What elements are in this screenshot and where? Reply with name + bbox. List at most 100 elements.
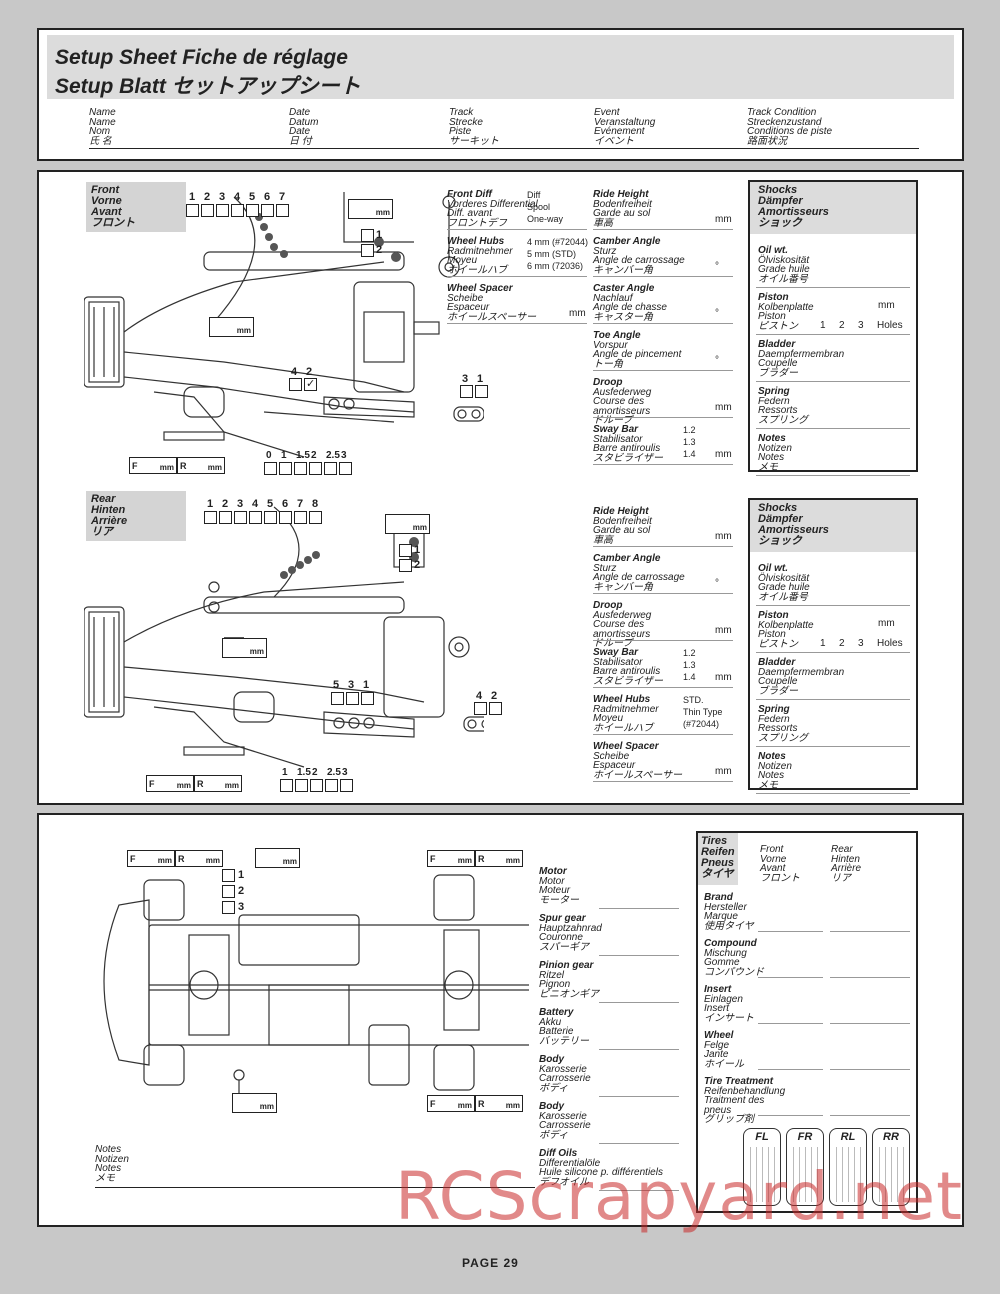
shim-box[interactable]	[325, 779, 338, 792]
rear-arm-box-5[interactable]	[331, 692, 344, 705]
hole-box[interactable]	[309, 511, 322, 524]
shim-box[interactable]	[324, 462, 337, 475]
front-upper-mm-box[interactable]: mm	[348, 199, 393, 219]
shim-box[interactable]	[340, 779, 353, 792]
option-value[interactable]: 1.2	[683, 648, 696, 658]
tire-fr[interactable]: FR	[786, 1128, 824, 1206]
piston-hole-option[interactable]: 1	[820, 638, 826, 649]
tire-fl[interactable]: FL	[743, 1128, 781, 1206]
rear-link-box-4[interactable]	[474, 702, 487, 715]
chassis-mm-box-top[interactable]: mm	[255, 848, 300, 868]
chassis-mm-box-bottom[interactable]: mm	[232, 1093, 277, 1113]
front-arm-box-2[interactable]: ✓	[304, 378, 317, 391]
label-line: Sway Bar	[593, 424, 639, 435]
front-tag-de: Vorne	[91, 195, 122, 207]
option-value[interactable]: 1.4	[683, 672, 696, 682]
hole-box[interactable]	[204, 511, 217, 524]
chassis-toggle-3[interactable]	[222, 901, 235, 914]
option-value[interactable]: STD.	[683, 695, 704, 705]
shim-box[interactable]	[294, 462, 307, 475]
piston-hole-option[interactable]: 3	[858, 638, 864, 649]
front-toggle-1[interactable]	[361, 229, 374, 242]
hole-box[interactable]	[294, 511, 307, 524]
front-link-box-1[interactable]	[475, 385, 488, 398]
piston-hole-option[interactable]: Holes	[877, 638, 903, 649]
hole-box[interactable]	[276, 204, 289, 217]
rear-arm-box-3[interactable]	[346, 692, 359, 705]
piston-hole-option[interactable]: 3	[858, 320, 864, 331]
piston-hole-option[interactable]: 2	[839, 638, 845, 649]
option-value[interactable]: 5 mm (STD)	[527, 249, 576, 259]
label-line: ピストン	[758, 320, 798, 332]
rear-toggle-1[interactable]	[399, 544, 412, 557]
unit-label: mm	[878, 618, 895, 629]
tire-rr[interactable]: RR	[872, 1128, 910, 1206]
option-value[interactable]: One-way	[527, 214, 564, 224]
piston-hole-option[interactable]: 2	[839, 320, 845, 331]
front-toggle-2[interactable]	[361, 244, 374, 257]
hole-box[interactable]	[216, 204, 229, 217]
option-value[interactable]: 1.4	[683, 449, 696, 459]
shim-number: 1.5	[297, 767, 311, 778]
shim-box[interactable]	[264, 462, 277, 475]
tire-rl[interactable]: RL	[829, 1128, 867, 1206]
piston-hole-option[interactable]: 1	[820, 320, 826, 331]
hole-box[interactable]	[249, 511, 262, 524]
hole-box[interactable]	[264, 511, 277, 524]
shim-box[interactable]	[279, 462, 292, 475]
option-value[interactable]: 1.3	[683, 660, 696, 670]
option-value[interactable]: 4 mm (#72044)	[527, 237, 589, 247]
hole-box[interactable]	[261, 204, 274, 217]
option-value[interactable]: (#72044)	[683, 719, 720, 729]
hole-box[interactable]	[234, 511, 247, 524]
option-value[interactable]: 6 mm (72036)	[527, 261, 584, 271]
front-link-box-3[interactable]	[460, 385, 473, 398]
shim-box[interactable]	[309, 462, 322, 475]
chassis-toggle-2[interactable]	[222, 885, 235, 898]
row-rule	[599, 1143, 679, 1144]
chassis-toggle-1[interactable]	[222, 869, 235, 882]
hole-box[interactable]	[231, 204, 244, 217]
piston-hole-option[interactable]: Holes	[877, 320, 903, 331]
hole-box[interactable]	[219, 511, 232, 524]
label-line: Notes	[758, 770, 785, 781]
tire-corner-label: RL	[840, 1131, 856, 1143]
shim-box[interactable]	[310, 779, 323, 792]
rear-arm-box-1[interactable]	[361, 692, 374, 705]
front-mid-mm-box[interactable]: mm	[209, 317, 254, 337]
hole-box[interactable]	[186, 204, 199, 217]
option-value[interactable]: Diff	[527, 190, 541, 200]
shim-box[interactable]	[339, 462, 352, 475]
option-value[interactable]: 1.2	[683, 425, 696, 435]
shim-number: 1	[281, 450, 287, 461]
shim-box[interactable]	[295, 779, 308, 792]
rear-toggle-2[interactable]	[399, 559, 412, 572]
option-value[interactable]: Spool	[527, 202, 551, 212]
hole-box[interactable]	[201, 204, 214, 217]
rear-mid-mm-box[interactable]: mm	[222, 638, 267, 658]
shim-box[interactable]	[280, 779, 293, 792]
option-value[interactable]: Thin Type	[683, 707, 723, 717]
option-value[interactable]: 1.3	[683, 437, 696, 447]
rear-upper-mm-box[interactable]: mm	[385, 514, 430, 534]
hole-box[interactable]	[246, 204, 259, 217]
row-rule	[447, 229, 587, 230]
hole-box[interactable]	[279, 511, 292, 524]
front-arm-box-4[interactable]	[289, 378, 302, 391]
rear-link-box-2[interactable]	[489, 702, 502, 715]
